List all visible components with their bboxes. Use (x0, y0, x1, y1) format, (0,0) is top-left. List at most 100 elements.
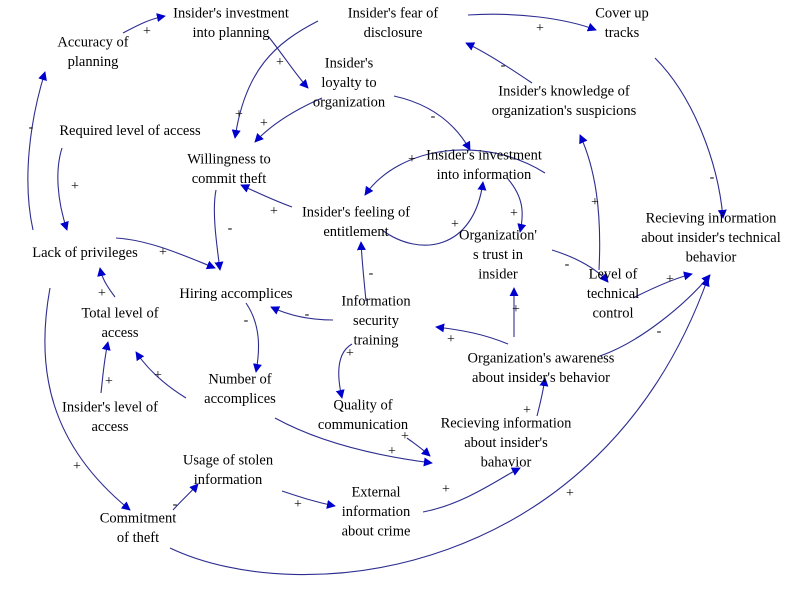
causal-arrow (254, 97, 323, 143)
causal-arrow (364, 149, 546, 196)
variable-recv-behavior: Recieving information about insider's baha… (441, 416, 573, 471)
variable-training: Information security training (341, 294, 411, 349)
variable-label-line: Number of (208, 371, 271, 387)
positive-polarity-sign: + (408, 152, 416, 167)
causal-arrow (267, 35, 309, 89)
variable-label-line: security (353, 313, 400, 329)
variable-label-line: Organization' (459, 228, 537, 244)
causal-arrow (356, 241, 367, 302)
variable-label-line: into planning (193, 25, 270, 41)
causal-arrow (381, 181, 487, 246)
variable-label-line: about insider's behavior (472, 370, 610, 386)
positive-polarity-sign: + (71, 179, 79, 194)
causal-arrow (551, 249, 609, 283)
causal-arrow (393, 95, 471, 151)
positive-polarity-sign: + (73, 459, 81, 474)
negative-polarity-sign: - (657, 324, 662, 339)
causal-arrow (27, 71, 47, 231)
causal-arrow (654, 57, 727, 219)
positive-polarity-sign: + (294, 497, 302, 512)
variable-label-line: planning (68, 54, 119, 70)
negative-polarity-sign: - (565, 257, 570, 272)
variable-label-line: information (342, 504, 411, 520)
positive-polarity-sign: + (143, 24, 151, 39)
variable-label-line: access (91, 419, 128, 435)
variable-label-line: control (592, 306, 633, 322)
positive-polarity-sign: + (401, 429, 409, 444)
positive-polarity-sign: + (451, 217, 459, 232)
causal-arrow (270, 306, 334, 321)
variable-recv-tech: Recieving information about insider's tec… (641, 211, 781, 266)
positive-polarity-sign: + (388, 444, 396, 459)
variable-label-line: Total level of (81, 305, 158, 321)
variable-label-line: Level of (589, 267, 638, 283)
variable-label-line: Hiring accomplices (179, 286, 292, 302)
positive-polarity-sign: + (159, 245, 167, 260)
negative-polarity-sign: - (431, 109, 436, 124)
variable-label-line: Insider's knowledge of (498, 83, 630, 99)
variable-label-line: about insider's (464, 435, 548, 451)
variable-label-line: information (194, 472, 263, 488)
variable-label-line: Insider's investment (426, 147, 542, 163)
positive-polarity-sign: + (98, 286, 106, 301)
variable-label-line: Information (341, 294, 411, 310)
negative-polarity-sign: - (244, 313, 249, 328)
positive-polarity-sign: + (510, 206, 518, 221)
variable-label-line: Required level of access (59, 123, 201, 139)
variable-label-line: insider (478, 267, 518, 283)
positive-polarity-sign: + (260, 116, 268, 131)
causal-arrow (240, 184, 293, 208)
causal-arrow (467, 13, 597, 32)
variable-label-line: access (101, 325, 138, 341)
variable-hiring: Hiring accomplices (179, 286, 292, 302)
variable-label-line: disclosure (364, 25, 423, 41)
causal-arrow (599, 274, 711, 357)
causal-arrow (579, 134, 601, 271)
negative-polarity-sign: - (501, 58, 506, 73)
variable-label-line: tracks (605, 25, 640, 41)
positive-polarity-sign: + (591, 195, 599, 210)
polarity-signs: +++---+++++-++-+-+--+++-++++-+++++-++ (29, 21, 715, 512)
variable-label-line: about crime (342, 524, 411, 540)
causal-arrow (632, 271, 693, 299)
causal-arrow (97, 267, 116, 298)
variable-lack: Lack of privileges (32, 245, 138, 261)
variable-required: Required level of access (59, 123, 201, 139)
positive-polarity-sign: + (270, 204, 278, 219)
variable-label-line: loyalty to (321, 75, 376, 91)
causal-arrow (435, 323, 509, 345)
variable-label-line: training (353, 333, 398, 349)
variable-label-line: into information (437, 167, 532, 183)
variable-invest-info: Insider's investment into information (426, 147, 542, 183)
variable-label-line: Commitment (100, 510, 177, 526)
variable-label-line: behavior (686, 250, 737, 266)
causal-arrow (465, 42, 533, 84)
variable-label-line: bahavior (481, 455, 532, 471)
causal-arrow (57, 147, 69, 231)
causal-arrow (406, 437, 431, 457)
variable-label-line: of theft (117, 530, 159, 546)
variable-label-line: Recieving information (646, 211, 778, 227)
causal-arrow (213, 189, 224, 271)
causal-arrow (100, 341, 111, 394)
positive-polarity-sign: + (346, 346, 354, 361)
positive-polarity-sign: + (235, 107, 243, 122)
variable-label-line: Insider's investment (173, 5, 289, 21)
variable-commitment: Commitment of theft (100, 510, 177, 546)
causal-arrow (44, 287, 131, 511)
causal-arrow (281, 490, 336, 509)
variable-label-line: Recieving information (441, 416, 573, 432)
negative-polarity-sign: - (369, 266, 374, 281)
variable-label-line: Insider's feeling of (302, 204, 410, 220)
variable-label-line: about insider's technical (641, 230, 781, 246)
